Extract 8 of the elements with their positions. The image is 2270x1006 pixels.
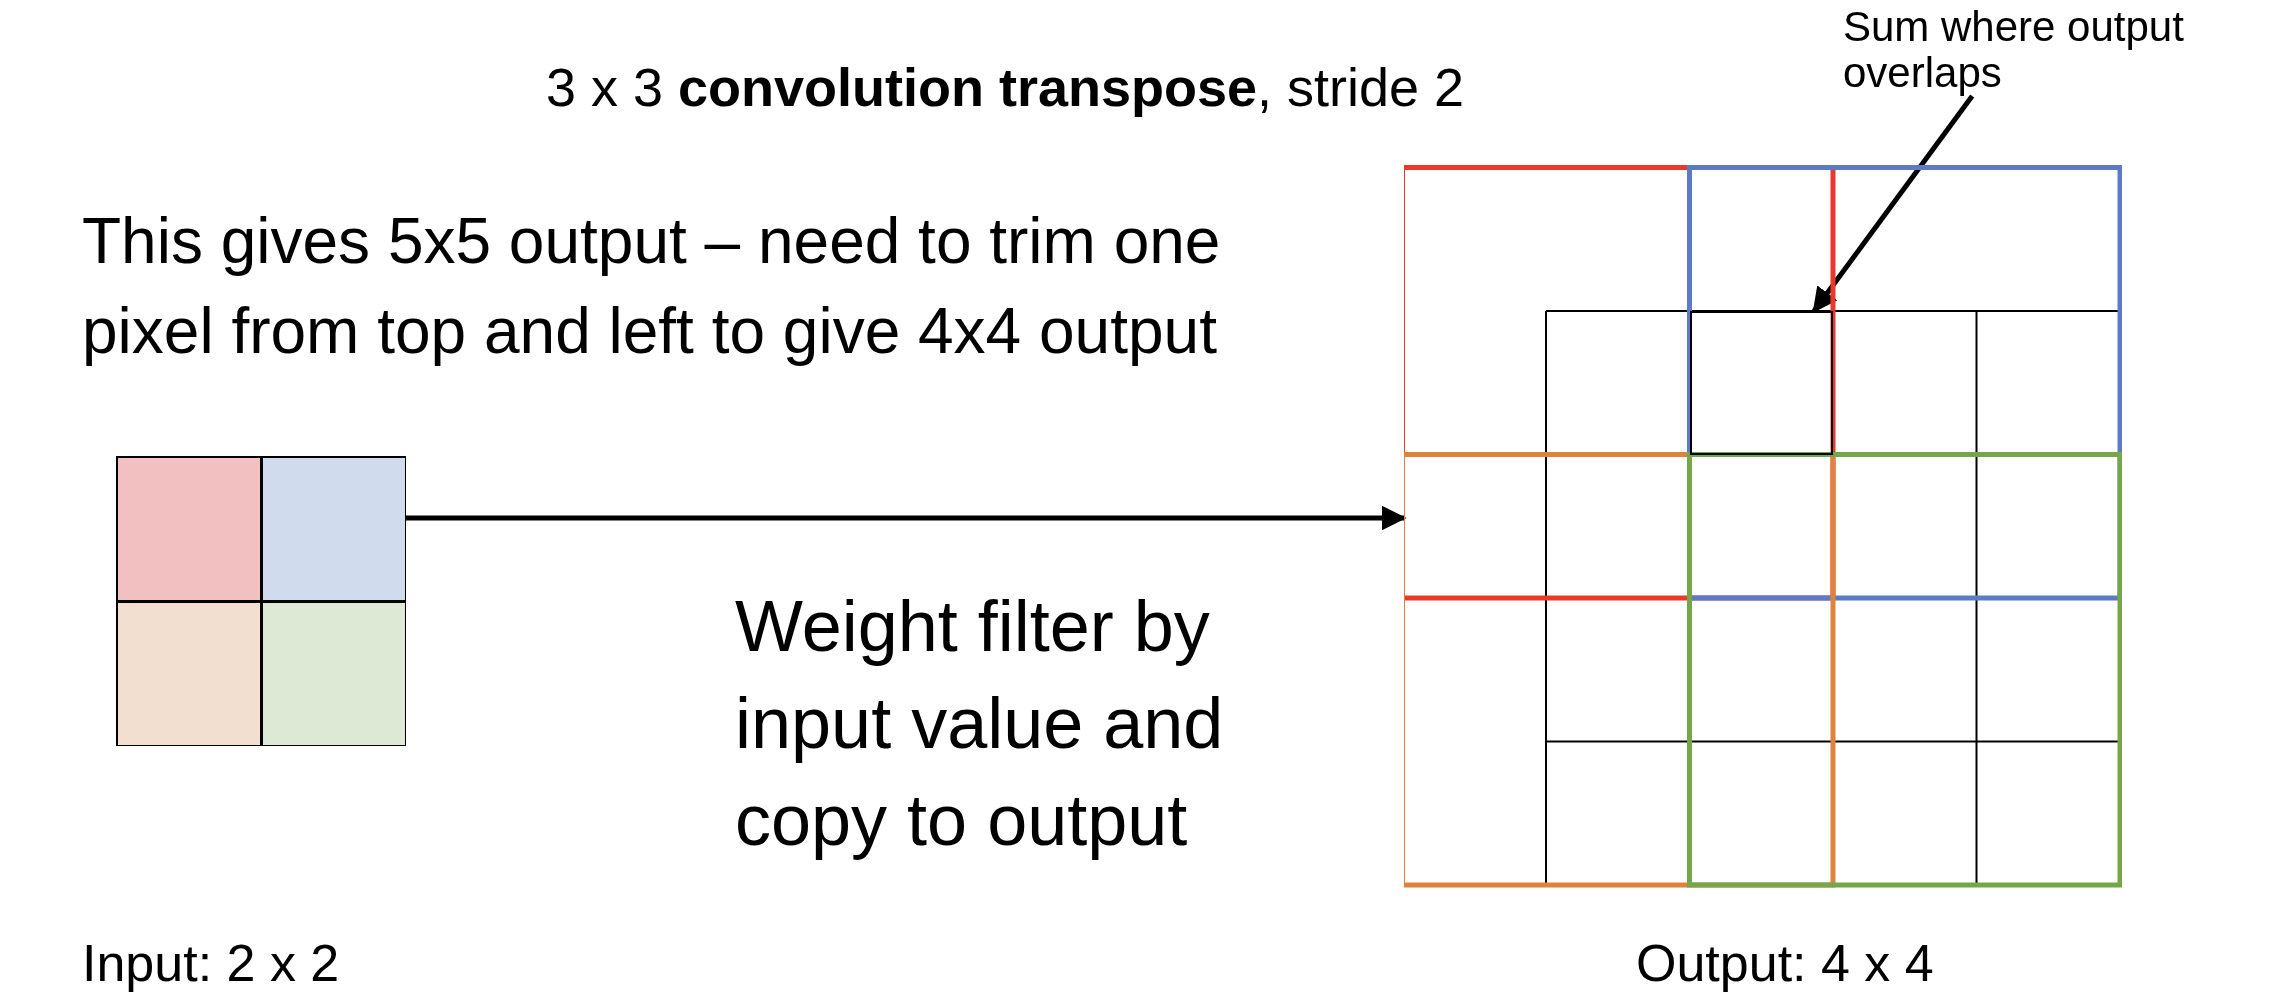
grid-cell [1689,311,1833,455]
grid-caption: Input: 2 x 2 [82,933,341,994]
grid-caption: Output: 4 x 4 [1636,933,1935,994]
arrow [1812,94,1975,313]
title: 3 x 3 convolution transpose, stride 2 [544,56,1466,119]
callout-text: Sum where output overlaps [1843,4,2223,96]
note-text: This gives 5x5 output – need to trim one pixel from top and left to give 4x4 output [82,204,1222,369]
arrow [406,505,1407,531]
